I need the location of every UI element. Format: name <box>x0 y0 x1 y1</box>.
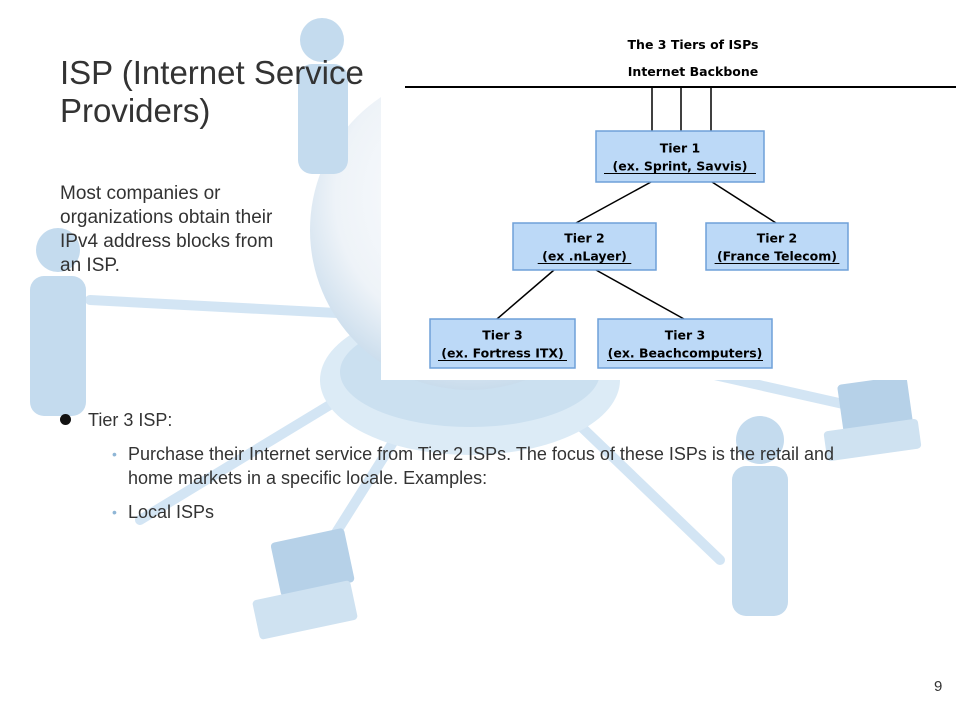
node-tier2-france-telecom-example: (France Telecom) <box>717 249 837 264</box>
bullet-dot-icon <box>60 414 71 425</box>
node-tier3-beachcomputers-title: Tier 3 <box>665 328 706 343</box>
sub-bullet-text: Purchase their Internet service from Tie… <box>128 444 834 488</box>
node-tier3-beachcomputers-example: (ex. Beachcomputers) <box>608 346 763 361</box>
node-tier2-nlayer-title: Tier 2 <box>564 231 605 246</box>
node-tier3-beachcomputers: Tier 3 (ex. Beachcomputers) <box>597 318 773 369</box>
sub-bullet-marker-icon: • <box>112 504 117 520</box>
diagram-heading: The 3 Tiers of ISPs <box>628 37 759 52</box>
node-tier2-france-telecom-box <box>705 222 849 271</box>
node-tier1-title: Tier 1 <box>660 141 701 156</box>
bullet-list: Tier 3 ISP: • Purchase their Internet se… <box>60 408 860 534</box>
backbone-uplinks <box>651 87 712 131</box>
bullet-tier3-text: Tier 3 ISP: <box>88 410 173 430</box>
node-tier1: Tier 1 (ex. Sprint, Savvis) <box>595 130 765 183</box>
node-tier3-fortress-title: Tier 3 <box>482 328 523 343</box>
sub-bullet-text: Local ISPs <box>128 502 215 522</box>
tier-connectors <box>496 181 777 320</box>
node-tier2-france-telecom: Tier 2 (France Telecom) <box>705 222 849 271</box>
node-tier2-nlayer: Tier 2 (ex .nLayer) <box>512 222 657 271</box>
node-tier2-france-telecom-title: Tier 2 <box>757 231 798 246</box>
node-tier3-fortress: Tier 3 (ex. Fortress ITX) <box>429 318 576 369</box>
bullet-tier3: Tier 3 ISP: <box>60 408 860 432</box>
isp-tiers-diagram: The 3 Tiers of ISPs Internet Backbone Ti… <box>381 30 960 380</box>
slide-subtitle: Most companies or organizations obtain t… <box>60 183 274 276</box>
sub-bullet: • Local ISPs <box>112 500 860 524</box>
sub-bullet: • Purchase their Internet service from T… <box>112 442 860 490</box>
node-tier1-example: (ex. Sprint, Savvis) <box>613 159 748 174</box>
sub-bullet-marker-icon: • <box>112 446 117 462</box>
page-number: 9 <box>934 678 943 695</box>
node-tier3-beachcomputers-box <box>597 318 773 369</box>
node-tier3-fortress-box <box>429 318 576 369</box>
slide-title: ISP (Internet Service Providers) <box>60 54 364 129</box>
node-tier1-box <box>595 130 765 183</box>
node-tier2-nlayer-box <box>512 222 657 271</box>
backbone-label: Internet Backbone <box>628 64 758 79</box>
node-tier2-nlayer-example: (ex .nLayer) <box>542 249 627 264</box>
node-tier3-fortress-example: (ex. Fortress ITX) <box>441 346 564 361</box>
